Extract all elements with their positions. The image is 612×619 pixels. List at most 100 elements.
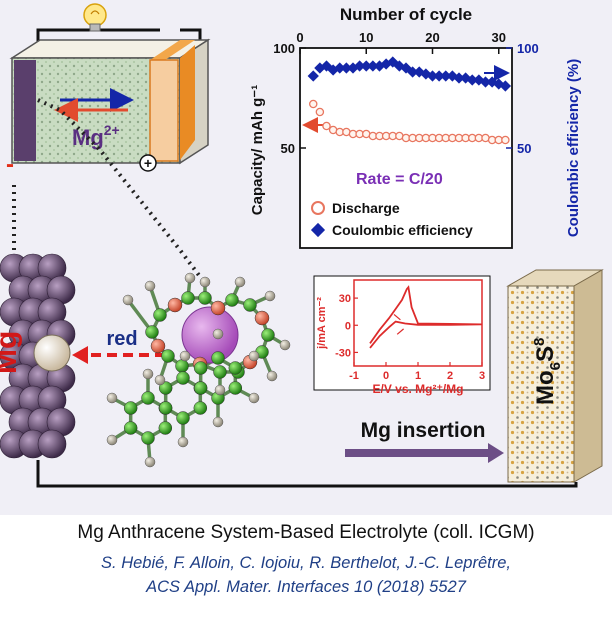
chart1-xtick-label: 20	[425, 30, 439, 45]
carbon-atom	[175, 359, 189, 373]
mg-ion-sphere	[33, 334, 71, 372]
mo6s8-cathode-block: Mo6S8	[506, 269, 604, 483]
cv-ytick-label: 0	[345, 320, 351, 332]
hydrogen-atom	[184, 272, 196, 284]
oxygen-atom	[167, 297, 183, 313]
mg-metal-stack	[0, 253, 76, 459]
figure: Mg2+ - + Mg red Number of cycle Capacity…	[0, 0, 612, 515]
chart1-ytick-label: 50	[281, 141, 295, 156]
discharge-point	[322, 121, 331, 131]
chart1-ytick-label: 100	[273, 41, 295, 56]
carbon-atom	[198, 291, 212, 305]
mo6s8-label: Mo6S8	[531, 338, 564, 405]
chart1-ylabel: Capacity/ mAh g⁻¹	[249, 85, 266, 215]
hydrogen-atom	[199, 276, 211, 288]
hydrogen-atom	[106, 392, 118, 404]
carbon-atom	[176, 371, 190, 385]
hydrogen-atom	[264, 290, 276, 302]
cv-ytick-label: 30	[339, 293, 351, 305]
reduction-label: red	[106, 328, 137, 350]
carbon-atom	[213, 365, 227, 379]
anthracene-complex-molecule	[106, 272, 291, 468]
hydrogen-atom	[248, 350, 260, 362]
hydrogen-atom	[122, 294, 134, 306]
hydrogen-atom	[144, 280, 156, 292]
hydrogen-atom	[266, 370, 278, 382]
cv-xtick-label: 2	[447, 370, 453, 382]
carbon-atom	[228, 381, 243, 395]
hydrogen-atom	[248, 392, 260, 404]
mg-electrode-label: Mg	[0, 331, 23, 374]
mg-insertion-label: Mg insertion	[361, 419, 486, 442]
cv-xtick-label: 0	[383, 370, 389, 382]
cv-xtick-label: -1	[349, 370, 359, 382]
chart1-y2tick-label: 50	[517, 141, 531, 156]
carbon-atom	[225, 293, 239, 307]
caption-reference: ACS Appl. Mater. Interfaces 10 (2018) 55…	[146, 578, 466, 596]
figure-canvas: Mg2+ - + Mg red Number of cycle Capacity…	[0, 0, 612, 515]
carbon-atom	[141, 431, 155, 445]
carbon-atom	[123, 401, 138, 415]
hydrogen-atom	[234, 276, 246, 288]
carbon-atom	[193, 381, 208, 395]
cv-xlabel: E/V vs. Mg²⁺/Mg	[372, 382, 463, 396]
carbon-atom	[181, 291, 195, 305]
battery-anode	[14, 60, 36, 161]
chart1-y2tick-label: 100	[517, 41, 539, 56]
carbon-atom	[176, 411, 190, 425]
legend-ce-label: Coulombic efficiency	[332, 222, 473, 238]
hydrogen-atom	[177, 436, 189, 448]
mg-atom	[37, 429, 67, 459]
hydrogen-atom	[214, 384, 226, 396]
circuit-wire	[36, 460, 578, 488]
discharge-point	[315, 107, 325, 117]
cv-xtick-label: 3	[479, 370, 485, 382]
chart1-y2label: Coulombic efficiency (%)	[565, 59, 582, 237]
hydrogen-atom	[212, 416, 224, 428]
cv-ytick-label: -30	[335, 347, 351, 359]
oxygen-atom	[150, 338, 166, 354]
cv-xtick-label: 1	[415, 370, 421, 382]
hydrogen-atom	[142, 368, 154, 380]
cv-curve	[369, 285, 483, 349]
carbon-atom	[123, 421, 138, 435]
hydrogen-atom	[179, 350, 191, 362]
chart1-annotation: Rate = C/20	[356, 171, 443, 188]
discharge-point	[501, 135, 510, 145]
hydrogen-atom	[212, 328, 224, 340]
carbon-atom	[141, 391, 155, 405]
carbon-atom	[228, 361, 243, 375]
cv-ylabel: j/mA cm⁻²	[316, 297, 328, 350]
battery-schematic: Mg2+ - +	[6, 3, 211, 178]
cv-inset-chart: j/mA cm⁻² E/V vs. Mg²⁺/Mg -1 0 1 2 3 30 0 -30	[313, 275, 491, 396]
legend-discharge-label: Discharge	[332, 200, 400, 216]
hydrogen-atom	[279, 339, 291, 351]
oxygen-atom	[210, 300, 226, 316]
oxygen-atom	[254, 310, 270, 326]
lightbulb-icon	[83, 3, 107, 32]
dotted-connector-middle	[37, 98, 212, 292]
chart1-xtick-label: 10	[359, 30, 373, 45]
cv-direction-arrow	[396, 328, 404, 335]
mg-insertion-arrow: Mg insertion	[345, 419, 504, 463]
legend-ce-marker	[310, 222, 326, 238]
carbon-atom	[145, 325, 159, 339]
carbon-atom	[193, 401, 208, 415]
carbon-atom	[211, 351, 225, 365]
carbon-atom	[161, 349, 175, 363]
minus-terminal: -	[6, 151, 14, 178]
hydrogen-atom	[106, 434, 118, 446]
arrow-left-icon	[72, 346, 88, 364]
arrow-right-icon	[345, 443, 504, 463]
hydrogen-atom	[154, 374, 166, 386]
carbon-atom	[261, 328, 275, 342]
legend-discharge-marker	[311, 201, 325, 215]
carbon-atom	[243, 298, 257, 312]
chart1-xtick-label: 30	[492, 30, 506, 45]
carbon-atom	[153, 308, 167, 322]
cv-inset-background	[313, 275, 491, 391]
hydrogen-atom	[144, 456, 156, 468]
mg-cation-sphere	[181, 306, 239, 364]
caption: Mg Anthracene System-Based Electrolyte (…	[0, 515, 612, 619]
carbon-atom	[158, 401, 173, 415]
